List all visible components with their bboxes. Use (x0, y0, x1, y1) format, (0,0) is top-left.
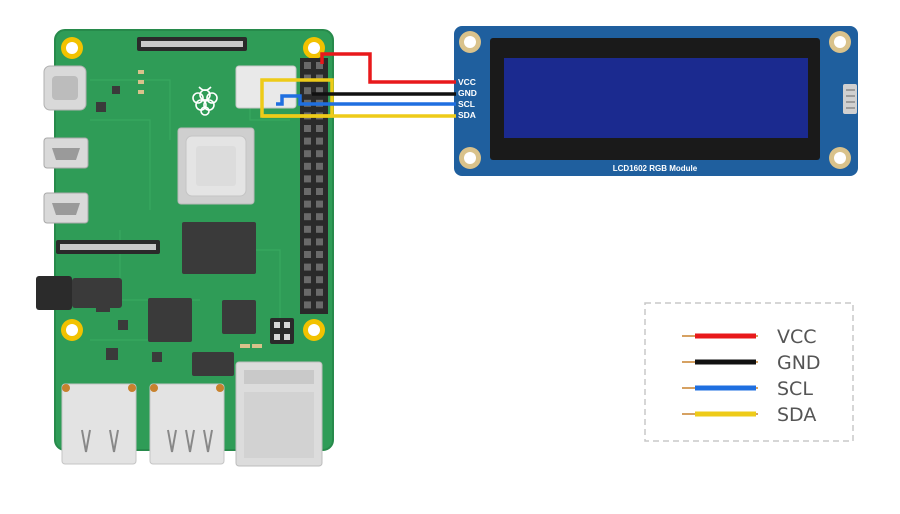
gpio-pin (304, 238, 311, 246)
lcd-module-label: LCD1602 RGB Module (613, 164, 698, 173)
poe-header (270, 318, 294, 344)
usb-controller-chip (148, 298, 192, 342)
gpio-pin (304, 263, 311, 271)
usb-port (149, 383, 225, 465)
legend-label-scl: SCL (777, 378, 813, 400)
legend-item-gnd: GND (682, 352, 821, 374)
ram-chip (182, 222, 256, 274)
gpio-pin (316, 188, 323, 195)
wires (260, 52, 456, 118)
gpio-pin (304, 276, 311, 284)
gpio-pin (316, 175, 323, 183)
gpio-pin (304, 162, 311, 170)
legend-item-vcc: VCC (682, 326, 817, 348)
gpio-pin (316, 62, 323, 69)
gpio-header (300, 58, 328, 314)
soc-chip (177, 127, 255, 205)
gpio-pin (316, 288, 323, 296)
legend-item-sda: SDA (682, 404, 816, 426)
mount-hole-icon (303, 37, 325, 59)
lcd-screen (504, 58, 808, 138)
raspberry-logo-icon (192, 86, 218, 116)
gpio-pin (316, 125, 323, 132)
gpio-pin (316, 225, 323, 233)
lcd-pin-label-vcc: VCC (458, 77, 476, 87)
gpio-pin (304, 125, 311, 132)
gpio-pin (316, 238, 323, 246)
gpio-pin (316, 150, 323, 158)
legend-label-vcc: VCC (777, 326, 817, 348)
mount-hole-icon (303, 319, 325, 341)
gpio-pin (304, 150, 311, 158)
legend-label-sda: SDA (777, 404, 816, 426)
legend: VCC GND SCL SDA (644, 302, 854, 442)
gpio-pin (316, 276, 323, 284)
legend-label-gnd: GND (777, 352, 821, 374)
gpio-pin (316, 200, 323, 208)
ethernet-port (235, 361, 323, 467)
usb-port (61, 383, 137, 465)
wire-vcc (320, 52, 456, 84)
wire-scl (276, 94, 456, 106)
lcd-pin-label-scl: SCL (458, 99, 475, 109)
gpio-pin (304, 188, 311, 195)
gpio-pin (316, 137, 323, 145)
lcd-pin-label-sda: SDA (458, 110, 476, 120)
audio-jack (36, 276, 72, 310)
pmic-chip (192, 352, 234, 376)
gpio-pin (316, 213, 323, 221)
gpio-pin (316, 263, 323, 271)
gpio-pin (304, 87, 311, 95)
raspberry-pi-board (36, 29, 334, 467)
gpio-pin (304, 62, 311, 69)
mount-hole-icon (61, 37, 83, 59)
gpio-pin (304, 225, 311, 233)
gpio-pin (316, 87, 323, 95)
gpio-pin (304, 137, 311, 145)
gpio-pin (304, 213, 311, 221)
gpio-pin (316, 162, 323, 170)
gpio-pin (304, 301, 311, 309)
gpio-pin (304, 175, 311, 183)
lcd-module: VCC GND SCL SDA LCD1602 RGB Module (454, 26, 858, 176)
gpio-pin (316, 74, 323, 82)
wireless-module (235, 65, 297, 109)
backlight-connector (843, 84, 857, 114)
gpio-pin (304, 251, 311, 258)
gpio-pin (316, 301, 323, 309)
gpio-pin (316, 251, 323, 258)
legend-item-scl: SCL (682, 378, 813, 400)
mount-hole-icon (61, 319, 83, 341)
legend-box (644, 302, 854, 442)
ethernet-chip (222, 300, 256, 334)
gpio-pin (304, 200, 311, 208)
lcd-pin-label-gnd: GND (458, 88, 477, 98)
gpio-pin (304, 74, 311, 82)
gpio-pin (304, 288, 311, 296)
